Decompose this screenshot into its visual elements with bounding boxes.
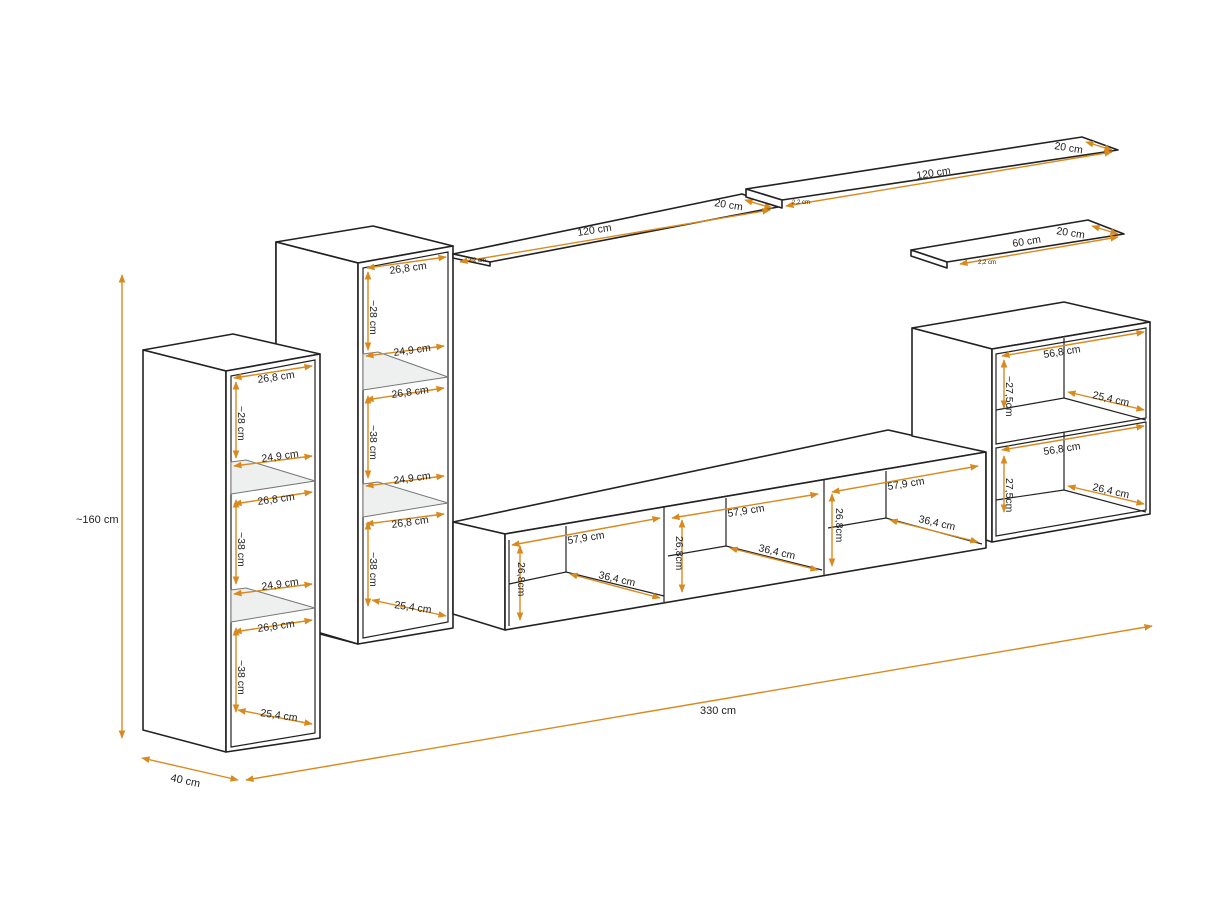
wall-shelf-long-1: 120 cm 20 cm 2,2 cm bbox=[452, 193, 779, 267]
tall-shelf3-height: ~38 cm bbox=[367, 552, 379, 587]
shelf2-length: 120 cm bbox=[916, 165, 952, 182]
wall-shelf-long-2: 120 cm 20 cm 2,2 cm bbox=[745, 136, 1119, 209]
shelf1-depth: 20 cm bbox=[714, 197, 744, 213]
tv-c2-height: 26,8cm bbox=[673, 536, 685, 571]
left-cabinet: 26,8 cm ~28 cm 24,9 cm 26,8 cm ~38 cm 24… bbox=[142, 333, 321, 753]
left-glass1-under: 26,8 cm bbox=[257, 491, 296, 508]
tv-unit: 57,9 cm 26,8cm 36,4 cm 57,9 cm 26,8cm 36… bbox=[452, 429, 987, 631]
width-total-label: 330 cm bbox=[700, 705, 736, 717]
shelf1-thickness: 2,2 cm bbox=[468, 258, 486, 264]
right-upper-height: ~27,5cm bbox=[1003, 376, 1015, 417]
shelf3-length: 60 cm bbox=[1012, 234, 1042, 250]
right-upper-width: 56,8 cm bbox=[1043, 343, 1082, 361]
overall-dimensions: ~160 cm 40 cm 330 cm bbox=[76, 274, 1153, 790]
left-top-width: 26,8 cm bbox=[257, 369, 296, 386]
tall-glass2-width: 24,9 cm bbox=[393, 470, 432, 487]
right-lower-height: 27,5cm bbox=[1003, 478, 1015, 513]
shelf1-length: 120 cm bbox=[577, 222, 613, 239]
shelf2-thickness: 2,2 cm bbox=[792, 200, 810, 206]
right-cabinet: 56,8 cm ~27,5cm 25,4 cm 56,8 cm 27,5cm 2… bbox=[911, 301, 1151, 543]
tall-top-width: 26,8 cm bbox=[389, 260, 428, 277]
shelf3-depth: 20 cm bbox=[1056, 225, 1086, 241]
tall-glass1-under: 26,8 cm bbox=[391, 384, 430, 401]
tv-c2-width: 57,9 cm bbox=[727, 502, 766, 520]
tv-c3-height: 26,8cm bbox=[833, 508, 845, 543]
tall-glass1-width: 24,9 cm bbox=[393, 342, 432, 359]
left-shelf1-height: ~28 cm bbox=[235, 406, 247, 441]
shelf3-thickness: 2,2 cm bbox=[978, 260, 996, 266]
depth-dimension-line bbox=[141, 756, 239, 782]
tv-c1-width: 57,9 cm bbox=[567, 529, 606, 547]
tall-shelf1-height: ~28 cm bbox=[367, 300, 379, 335]
tall-glass2-under: 26,8 cm bbox=[391, 514, 430, 531]
right-lower-width: 56,8 cm bbox=[1043, 440, 1082, 458]
left-shelf3-height: ~38 cm bbox=[235, 660, 247, 695]
depth-total-label: 40 cm bbox=[169, 772, 201, 790]
tall-shelf2-height: ~38 cm bbox=[367, 425, 379, 460]
wall-shelf-short: 60 cm 20 cm 2,2 cm bbox=[910, 219, 1125, 269]
tv-c3-width: 57,9 cm bbox=[887, 475, 926, 493]
tall-bottom-depth: 25,4 cm bbox=[394, 599, 433, 616]
left-glass2-width: 24,9 cm bbox=[261, 576, 300, 593]
left-glass2-under: 26,8 cm bbox=[257, 618, 296, 635]
shelf2-depth: 20 cm bbox=[1054, 140, 1084, 156]
height-total-label: ~160 cm bbox=[76, 514, 119, 526]
tv-c1-height: 26,8cm bbox=[515, 562, 527, 597]
left-glass1-width: 24,9 cm bbox=[261, 448, 300, 465]
left-shelf2-height: ~38 cm bbox=[235, 532, 247, 567]
left-bottom-depth: 25,4 cm bbox=[260, 707, 299, 724]
width-dimension-line bbox=[245, 623, 1153, 783]
